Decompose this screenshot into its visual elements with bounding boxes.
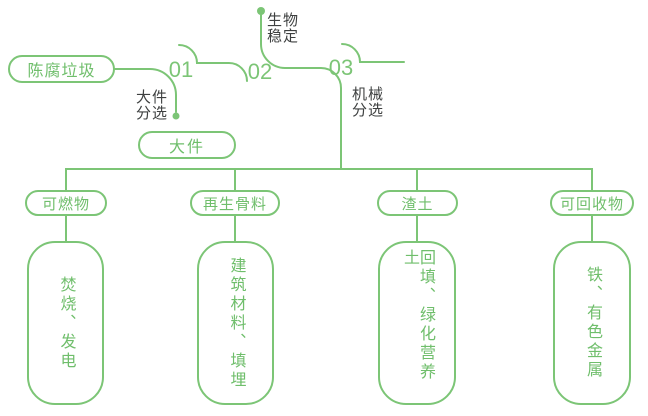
flow-line-step1-to-step2 <box>178 44 248 82</box>
result-box-slag-soil: 回填、绿化营养土 <box>378 241 456 405</box>
result-box-recyclables: 铁、有色金属 <box>553 241 631 405</box>
category-label: 再生骨料 <box>202 195 267 213</box>
result-box-combustibles: 焚烧、发电 <box>27 241 104 405</box>
result-box-recycled-aggregate: 建筑材料、填埋 <box>197 241 274 405</box>
category-pill-recycled-aggregate: 再生骨料 <box>190 190 280 216</box>
step-number-01: 01 <box>168 57 194 82</box>
category-label: 可回收物 <box>559 195 624 213</box>
bio-stabilize-dot <box>257 7 265 15</box>
bulky-items-pill: 大件 <box>138 131 236 159</box>
step3-process-label: 机械 分选 <box>352 86 385 119</box>
category-label: 可燃物 <box>41 195 90 213</box>
tree-connector <box>65 168 593 191</box>
step-number-02: 02 <box>247 59 273 84</box>
category-box-connectors <box>65 215 593 242</box>
bulky-items-label: 大件 <box>168 139 205 156</box>
category-pill-slag-soil: 渣土 <box>377 190 458 216</box>
flow-line-step3-tail <box>341 43 405 63</box>
result-text: 焚烧、发电 <box>57 275 75 371</box>
flow-line-step2-to-step3 <box>260 14 342 170</box>
category-pill-recyclables: 可回收物 <box>550 190 634 216</box>
category-label: 渣土 <box>401 195 434 213</box>
category-pill-combustibles: 可燃物 <box>25 190 107 216</box>
step2-process-label: 生物 稳定 <box>267 12 300 45</box>
source-label: 陈腐垃圾 <box>27 63 96 80</box>
step1-process-label: 大件 分选 <box>136 89 169 122</box>
result-text: 回填、绿化营养土 <box>401 249 434 382</box>
result-text: 建筑材料、填埋 <box>227 256 245 390</box>
flow-line-source-to-step1 <box>114 68 177 113</box>
source-pill: 陈腐垃圾 <box>8 55 115 83</box>
result-text: 铁、有色金属 <box>584 266 601 380</box>
bulky-branch-dot <box>172 112 180 120</box>
step-number-03: 03 <box>328 55 354 80</box>
